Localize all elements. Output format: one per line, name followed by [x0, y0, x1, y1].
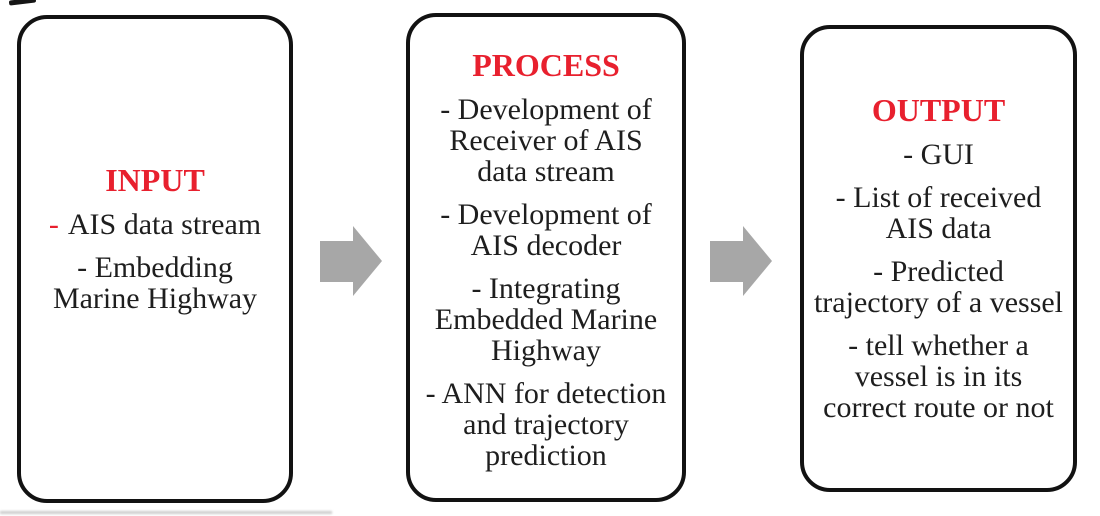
- list-item-line: trajectory of a vessel: [813, 286, 1064, 319]
- list-item-line: - Embedding: [77, 251, 233, 284]
- list-item-line: AIS data: [885, 212, 992, 245]
- list-item-line: and trajectory: [463, 408, 629, 441]
- input-box: INPUT -AIS data stream - Embedding Marin…: [17, 15, 293, 503]
- arrow-right-icon: [320, 226, 382, 297]
- list-item: - ANN for detection and trajectory predi…: [416, 378, 676, 471]
- list-item: - List of received AIS data: [810, 182, 1067, 244]
- output-box: OUTPUT - GUI - List of received AIS data…: [800, 25, 1077, 492]
- bullet-dash: -: [48, 208, 59, 241]
- list-item-line: correct route or not: [823, 391, 1054, 424]
- arrow-head: [743, 226, 772, 296]
- process-title: PROCESS: [472, 47, 620, 83]
- arrow-head: [353, 226, 382, 296]
- arrow-stem: [320, 241, 353, 282]
- list-item: -AIS data stream: [27, 209, 283, 240]
- list-item-line: Embedded Marine: [434, 303, 658, 336]
- process-box: PROCESS - Development of Receiver of AIS…: [406, 13, 686, 502]
- list-item-line: - ANN for detection: [425, 377, 667, 410]
- list-item-line: Marine Highway: [52, 282, 258, 315]
- list-item-line: prediction: [485, 439, 607, 472]
- list-item: - tell whether a vessel is in its correc…: [810, 330, 1067, 423]
- stray-mark: [8, 0, 37, 6]
- list-item-line: - Predicted: [873, 255, 1004, 288]
- list-item-line: - tell whether a: [848, 329, 1029, 362]
- list-item-line: - Integrating: [471, 272, 621, 305]
- list-item-line: AIS data stream: [67, 208, 262, 241]
- list-item: - Development of AIS decoder: [416, 199, 676, 261]
- arrow-right-icon: [710, 226, 772, 297]
- list-item: - Integrating Embedded Marine Highway: [416, 273, 676, 366]
- output-title: OUTPUT: [871, 92, 1006, 128]
- list-item-line: - Development of: [440, 198, 652, 231]
- scanline-artifact: [0, 511, 332, 514]
- list-item-line: - List of received: [835, 181, 1042, 214]
- input-title: INPUT: [105, 162, 205, 198]
- list-item-line: - GUI: [903, 138, 974, 171]
- list-item-line: vessel is in its: [854, 360, 1023, 393]
- list-item: - Embedding Marine Highway: [27, 252, 283, 314]
- list-item-line: data stream: [477, 155, 615, 188]
- list-item-line: AIS decoder: [470, 229, 622, 262]
- list-item-line: Receiver of AIS: [449, 124, 643, 157]
- list-item: - Predicted trajectory of a vessel: [810, 256, 1067, 318]
- arrow-stem: [710, 241, 743, 282]
- list-item: - Development of Receiver of AIS data st…: [416, 94, 676, 187]
- list-item: - GUI: [810, 139, 1067, 170]
- list-item-line: - Development of: [440, 93, 652, 126]
- list-item-line: Highway: [491, 334, 601, 367]
